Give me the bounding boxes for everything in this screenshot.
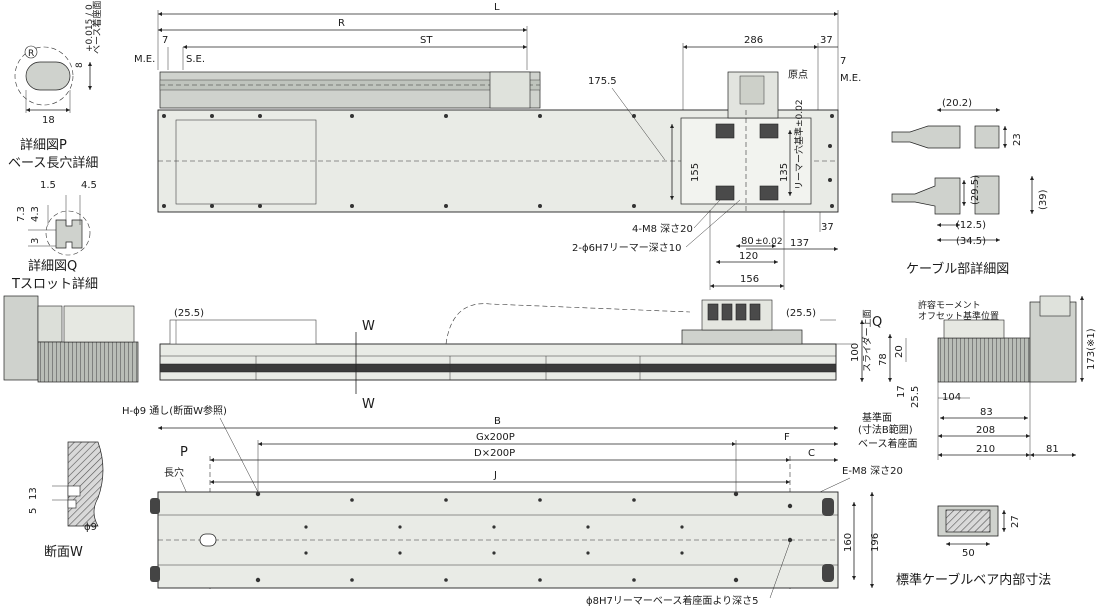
dim-120: 120 [739,251,758,262]
side-base-seat: ベース着座面 [858,437,918,450]
cable-detail: (20.2) 23 (29.5) (39) (12.5) (34.5) ケーブル… [891,98,1049,277]
section-w-title: 断面W [44,545,83,560]
side-d17: 17 [896,385,907,398]
side-d78: 78 [878,353,889,366]
dim-137: 137 [790,238,809,249]
bottom-c: C [808,448,815,459]
side-ref-face: 基準面 [862,411,892,424]
side-offset: オフセット基準位置 [918,310,999,322]
label-se: S.E. [186,54,205,65]
detail-q: 1.5 4.5 7.3 4.3 3 詳細図Q Tスロット詳細 [11,180,98,292]
dim-155: 155 [690,163,701,182]
dim-135: 135 [779,163,790,182]
side-d100: 100 [850,343,861,362]
dim-37: 37 [820,35,833,46]
dim-156: 156 [740,274,759,285]
side-d104: 104 [942,392,961,403]
front-d25-5-right: (25.5) [786,308,816,319]
cable-bear-d27: 27 [1010,515,1021,528]
detail-p-note: ベース着座面より深さ5 [91,0,103,54]
side-ref-range: (寸法B範囲) [858,423,913,436]
side-slider-top: スライダー上面 [861,309,873,372]
detail-q-d7-3: 7.3 [16,206,27,222]
top-holes [162,114,834,208]
side-d210: 210 [976,444,995,455]
bottom-dx: D×200P [474,448,515,459]
detail-p-d8: 8 [75,62,85,68]
dim-37-lower: 37 [821,222,834,233]
section-w: 13 5 ϕ9 断面W [28,441,104,560]
detail-q-d4-3: 4.3 [30,206,41,222]
section-w-d5: 5 [28,508,39,514]
section-w-d13: 13 [28,487,39,500]
cable-d29-5: (29.5) [970,175,981,205]
cable-d39: (39) [1038,189,1049,210]
cable-d34-5: (34.5) [956,236,986,247]
detail-p-r: R [28,49,34,59]
dim-l: L [494,2,500,13]
bottom-d196: 196 [870,533,881,552]
side-d25-5: 25.5 [910,386,921,408]
detail-q-d3: 3 [30,238,41,244]
bottom-holes [255,491,793,583]
bottom-reamer: ϕ8H7リーマーベース着座面より深さ5 [586,594,759,607]
bottom-f: F [784,432,790,443]
label-origin: 原点 [788,69,808,81]
cable-d20-2: (20.2) [942,98,972,109]
dim-175-5: 175.5 [588,76,617,87]
cable-bear-title: 標準ケーブルベア内部寸法 [896,572,1051,588]
label-m8: 4-M8 深さ20 [632,223,693,235]
dim-st: ST [420,35,433,46]
side-d81: 81 [1046,444,1059,455]
front-view: (25.5) (25.5) W W [3,295,856,412]
reamer-ref: リーマー穴基準±0.02 [793,99,805,190]
cable-bear-d50: 50 [962,548,975,559]
side-moment: 許容モーメント [918,299,981,311]
cable-title: ケーブル部詳細図 [906,261,1009,277]
side-d208: 208 [976,425,995,436]
side-d20: 20 [894,345,905,358]
top-view: L R ST 286 37 7 M.E. S.E. 7 M.E. 原点 [134,2,861,290]
dim-286: 286 [744,35,763,46]
dim-80: 80 [741,236,754,247]
label-reamer-top: 2-ϕ6H7リーマー深さ10 [572,242,682,254]
bottom-slot: 長穴 [164,466,184,479]
cable-d12-5: (12.5) [956,220,986,231]
bottom-b: B [494,416,501,427]
side-view: Q 許容モーメント オフセット基準位置 100 スライダー上面 78 20 17… [850,295,1097,460]
front-d25-5-left: (25.5) [174,308,204,319]
detail-q-title: 詳細図Q [28,258,77,274]
dim-7-right: 7 [840,56,846,67]
detail-p-subtitle: ベース長穴詳細 [8,155,98,171]
detail-q-subtitle: Tスロット詳細 [11,276,98,292]
bottom-gx: Gx200P [476,432,515,443]
dim-r: R [338,18,345,29]
bottom-j: J [493,470,497,481]
bottom-p: P [180,445,188,460]
section-w-d9: ϕ9 [84,522,97,533]
side-d173: 173(※1) [1086,328,1097,370]
detail-q-d4-5: 4.5 [81,180,97,191]
label-me-left: M.E. [134,54,155,65]
detail-p-title: 詳細図P [20,137,67,153]
bottom-d160: 160 [843,533,854,552]
cable-bear: 27 50 標準ケーブルベア内部寸法 [896,505,1051,588]
cable-d23: 23 [1012,133,1023,146]
bottom-view: H-ϕ9 通し(断面W参照) B Gx200P F D×200P C J P 長… [122,404,903,607]
bottom-em8: E-M8 深さ20 [842,465,903,477]
detail-q-d1-5: 1.5 [40,180,56,191]
label-me-right: M.E. [840,73,861,84]
side-q-mark: Q [872,315,882,330]
section-w-mark-bottom: W [362,397,375,412]
detail-p: R 18 8 +0.015 / 0 ベース着座面より深さ5 詳細図P ベース長穴… [8,0,103,171]
detail-p-tol: +0.015 / 0 [85,4,95,52]
dim-7-left: 7 [162,35,168,46]
section-w-mark-top: W [362,319,375,334]
dim-80-tol: ±0.02 [755,237,783,247]
bottom-h9: H-ϕ9 通し(断面W参照) [122,404,227,417]
detail-p-d18: 18 [42,115,55,126]
side-d83: 83 [980,407,993,418]
